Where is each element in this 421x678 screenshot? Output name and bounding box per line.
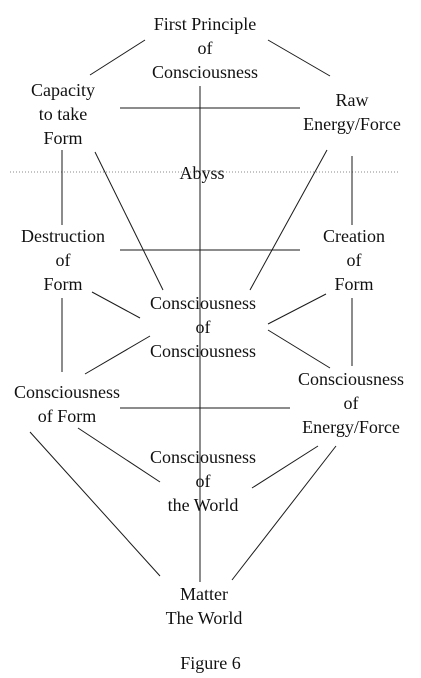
edge-destruction-cons-cons bbox=[91, 291, 141, 319]
node-cons-of-world-line-1: Consciousness bbox=[149, 447, 256, 467]
node-raw-energy-line-1: Raw bbox=[335, 90, 369, 110]
node-destruction-line-2: of bbox=[55, 250, 71, 270]
node-destruction: Destruction of Form bbox=[4, 224, 122, 296]
node-capacity: Capacity to take Form bbox=[8, 78, 118, 150]
node-raw-energy: Raw Energy/Force bbox=[288, 88, 416, 136]
node-cons-of-energy-line-1: Consciousness bbox=[297, 369, 404, 389]
node-creation-line-2: of bbox=[346, 250, 362, 270]
node-first-principle-line-3: Consciousness bbox=[151, 62, 258, 82]
node-capacity-line-3: Form bbox=[43, 128, 83, 148]
edge-first-principle-capacity bbox=[89, 39, 146, 76]
node-cons-of-form: Consciousness of Form bbox=[0, 380, 134, 428]
node-first-principle-line-1: First Principle bbox=[153, 14, 257, 34]
node-cons-of-energy-line-2: of bbox=[343, 393, 359, 413]
edge-raw-energy-cons-cons bbox=[249, 149, 328, 291]
node-cons-of-form-line-2: of Form bbox=[37, 406, 97, 426]
node-destruction-line-3: Form bbox=[43, 274, 83, 294]
node-raw-energy-line-2: Energy/Force bbox=[303, 114, 401, 134]
edge-cons-form-cons-world bbox=[77, 427, 161, 483]
node-cons-of-world-line-3: the World bbox=[167, 495, 239, 515]
node-abyss-line-1: Abyss bbox=[179, 163, 225, 183]
node-abyss: Abyss bbox=[160, 161, 244, 185]
edge-cons-energy-matter bbox=[231, 445, 337, 581]
edge-capacity-cons-cons bbox=[94, 151, 164, 291]
edge-cons-cons-cons-energy bbox=[267, 329, 331, 369]
node-cons-of-energy-line-3: Energy/Force bbox=[302, 417, 400, 437]
node-capacity-line-2: to take bbox=[38, 104, 88, 124]
edge-creation-cons-cons bbox=[267, 293, 327, 325]
node-cons-of-world: Consciousness of the World bbox=[128, 445, 278, 517]
edge-cons-cons-cons-form bbox=[84, 335, 151, 375]
node-cons-of-world-line-2: of bbox=[195, 471, 211, 491]
edge-cons-energy-cons-world bbox=[251, 445, 319, 489]
node-cons-of-cons-line-3: Consciousness bbox=[149, 341, 256, 361]
node-creation: Creation of Form bbox=[298, 224, 410, 296]
node-capacity-line-1: Capacity bbox=[31, 80, 95, 100]
node-matter-line-2: The World bbox=[165, 608, 243, 628]
node-creation-line-1: Creation bbox=[323, 226, 385, 246]
edge-first-principle-raw-energy bbox=[267, 39, 331, 77]
figure-caption: Figure 6 bbox=[180, 653, 241, 673]
node-cons-of-cons: Consciousness of Consciousness bbox=[128, 291, 278, 363]
node-first-principle-line-2: of bbox=[197, 38, 213, 58]
node-cons-of-cons-line-1: Consciousness bbox=[149, 293, 256, 313]
node-cons-of-energy: Consciousness of Energy/Force bbox=[282, 367, 420, 439]
edge-cons-form-matter bbox=[29, 431, 161, 577]
node-cons-of-form-line-1: Consciousness bbox=[13, 382, 120, 402]
node-cons-of-cons-line-2: of bbox=[195, 317, 211, 337]
node-first-principle: First Principle of Consciousness bbox=[120, 12, 290, 84]
node-matter-line-1: Matter bbox=[180, 584, 228, 604]
node-matter: Matter The World bbox=[146, 582, 262, 630]
node-creation-line-3: Form bbox=[334, 274, 374, 294]
node-destruction-line-1: Destruction bbox=[21, 226, 105, 246]
